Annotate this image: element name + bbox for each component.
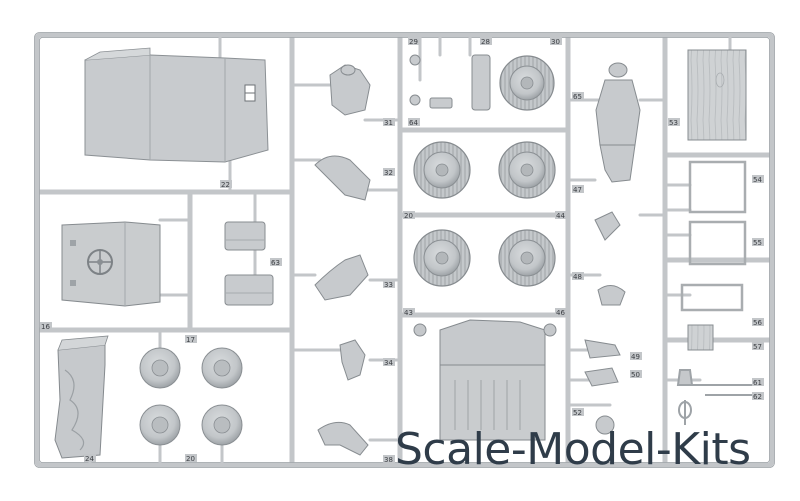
watermark-text: Scale-Model-Kits xyxy=(395,424,751,475)
part-number: 62 xyxy=(753,393,762,401)
crate-part xyxy=(413,319,557,441)
part-number: 20 xyxy=(404,212,413,220)
part-number: 17 xyxy=(186,336,195,344)
part-number: 43 xyxy=(404,309,413,317)
part-number: 33 xyxy=(384,281,393,289)
part-number: 16 xyxy=(41,323,50,331)
part-number: 53 xyxy=(669,119,678,127)
part-number: 61 xyxy=(753,379,762,387)
tires xyxy=(413,55,556,287)
small-parts-right xyxy=(584,211,626,435)
part-number: 55 xyxy=(753,239,762,247)
standing-figure-part xyxy=(595,62,641,183)
part-number: 20 xyxy=(186,455,195,463)
part-number: 49 xyxy=(631,353,640,361)
gate-stubs xyxy=(88,33,732,467)
part-number: 22 xyxy=(221,181,230,189)
part-number: 44 xyxy=(556,212,565,220)
part-number: 64 xyxy=(409,119,418,127)
part-number: 38 xyxy=(384,456,393,464)
part-number-tags: 22 16 24 20 17 29 28 30 31 32 33 34 38 2… xyxy=(40,37,764,464)
part-number: 50 xyxy=(631,371,640,379)
tool-parts xyxy=(676,369,760,425)
canvas-cover-part xyxy=(84,47,269,163)
part-number: 32 xyxy=(384,169,393,177)
part-number: 24 xyxy=(85,455,94,463)
small-parts-top xyxy=(409,54,491,111)
part-number: 31 xyxy=(384,119,393,127)
part-number: 46 xyxy=(556,309,565,317)
small-plate xyxy=(687,324,714,351)
part-number: 54 xyxy=(753,176,762,184)
part-number: 34 xyxy=(384,359,393,367)
part-number: 48 xyxy=(573,273,582,281)
part-number: 63 xyxy=(271,259,280,267)
hub-discs xyxy=(139,347,243,446)
part-number: 28 xyxy=(481,38,490,46)
part-number: 65 xyxy=(573,93,582,101)
wood-board-part xyxy=(687,49,747,141)
sprue-frame xyxy=(34,32,775,468)
part-number: 29 xyxy=(409,38,418,46)
part-number: 57 xyxy=(753,343,762,351)
part-number: 52 xyxy=(573,409,582,417)
seat-parts xyxy=(224,221,274,306)
figure-parts xyxy=(314,64,371,456)
part-number: 47 xyxy=(573,186,582,194)
hatch-panel-part xyxy=(61,221,161,307)
part-number: 30 xyxy=(551,38,560,46)
sprue-frame-edge xyxy=(34,32,775,468)
part-number: 56 xyxy=(753,319,762,327)
folded-tarp-part xyxy=(54,335,109,459)
frame-parts xyxy=(680,160,747,312)
